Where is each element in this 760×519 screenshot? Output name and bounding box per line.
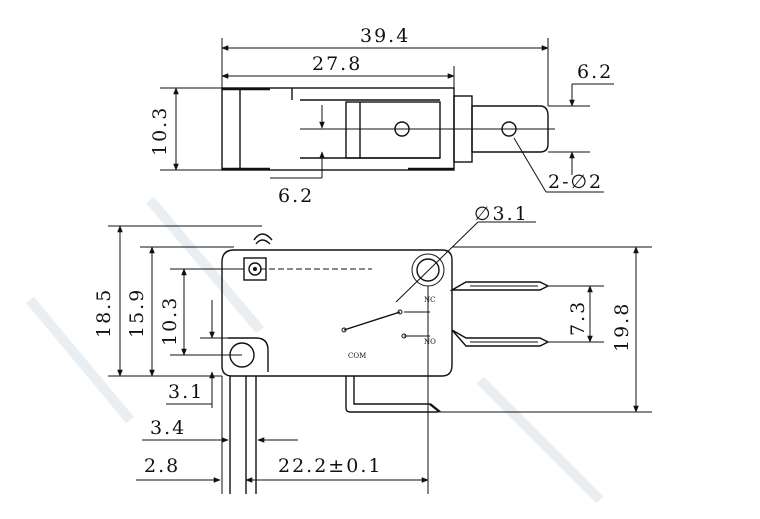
dim-hole-diameter: ∅3.1 <box>474 203 529 225</box>
dim-edge-offset: 2.8 <box>144 455 180 477</box>
dim-hole-pitch: 22.2±0.1 <box>278 455 382 477</box>
label-com: COM <box>348 352 366 360</box>
dim-height: 10.3 <box>149 106 171 156</box>
terminal-no <box>451 329 550 347</box>
watermark <box>26 196 604 504</box>
dim-body-length: 27.8 <box>312 53 362 75</box>
mount-hole-right <box>416 258 440 282</box>
side-view: ∅3.1 COM NC NO 18.5 <box>93 203 652 494</box>
terminal-com <box>345 376 438 413</box>
dim-terminal-width: 6.2 <box>577 61 613 83</box>
dim-terminal-pitch: 7.3 <box>567 300 589 336</box>
dim-body-height: 15.9 <box>126 288 148 338</box>
dim-hole-height: 10.3 <box>159 296 181 346</box>
dim-terminal-width-bottom: 6.2 <box>278 185 314 207</box>
dim-hole-offset: 3.1 <box>168 381 204 403</box>
terminal-top <box>471 105 549 153</box>
plunger <box>253 233 273 241</box>
label-no: NO <box>424 338 436 346</box>
callout-holes: 2-∅2 <box>548 171 603 193</box>
label-nc: NC <box>424 296 435 304</box>
dim-overall-length: 39.4 <box>360 25 410 47</box>
dim-pin-offset: 3.4 <box>150 417 186 439</box>
dim-total-width: 19.8 <box>611 302 633 352</box>
top-view: 39.4 27.8 6.2 10.3 6.2 2-∅2 <box>149 25 614 207</box>
dim-overall-height: 18.5 <box>93 288 115 338</box>
switch-housing <box>221 249 453 377</box>
